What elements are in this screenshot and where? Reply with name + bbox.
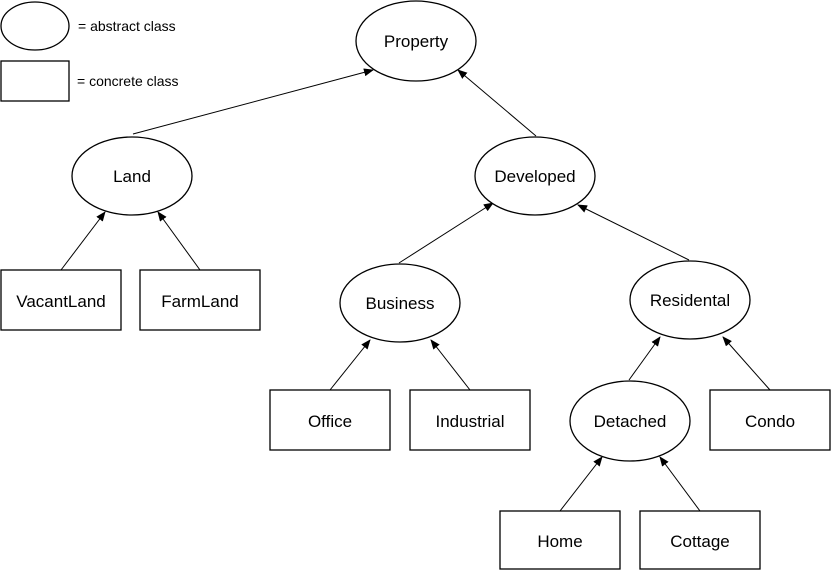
legend-concrete-label: = concrete class — [77, 73, 179, 89]
edge-home-to-detached — [559, 456, 603, 512]
vacantland-label: VacantLand — [16, 292, 105, 311]
edge-industrial-to-business — [430, 339, 471, 391]
home-label: Home — [537, 532, 582, 551]
land-ellipse — [71, 136, 193, 216]
node-industrial: Industrial — [409, 389, 531, 451]
developed-label: Developed — [494, 167, 575, 186]
condo-rect — [709, 389, 831, 451]
node-vacantland: VacantLand — [0, 269, 122, 331]
land-label: Land — [113, 167, 151, 186]
residental-ellipse — [629, 260, 751, 340]
node-office: Office — [269, 389, 391, 451]
node-property: Property — [355, 0, 477, 82]
edge-detached-to-residental — [628, 336, 661, 381]
industrial-label: Industrial — [436, 412, 505, 431]
edge-vacantland-to-land — [60, 211, 106, 271]
node-detached: Detached — [569, 380, 691, 462]
node-land: Land — [71, 136, 193, 216]
farmland-label: FarmLand — [161, 292, 238, 311]
cottage-rect — [639, 510, 761, 570]
edge-residental-to-developed — [577, 204, 690, 261]
node-condo: Condo — [709, 389, 831, 451]
legend-abstract-ellipse — [0, 1, 70, 51]
residental-label: Residental — [650, 291, 730, 310]
condo-label: Condo — [745, 412, 795, 431]
legend-abstract-label: = abstract class — [78, 18, 176, 34]
edges — [60, 68, 771, 512]
business-label: Business — [366, 294, 435, 313]
edge-farmland-to-land — [157, 211, 201, 271]
edge-condo-to-residental — [722, 336, 771, 391]
farmland-rect — [139, 269, 261, 331]
node-farmland: FarmLand — [139, 269, 261, 331]
edge-office-to-business — [329, 339, 371, 391]
node-business: Business — [339, 263, 461, 343]
legend: = abstract class = concrete class — [0, 1, 179, 102]
office-rect — [269, 389, 391, 451]
detached-ellipse — [569, 380, 691, 462]
detached-label: Detached — [594, 412, 667, 431]
industrial-rect — [409, 389, 531, 451]
office-label: Office — [308, 412, 352, 431]
edge-business-to-developed — [398, 202, 494, 264]
property-ellipse — [355, 0, 477, 82]
cottage-label: Cottage — [670, 532, 730, 551]
node-developed: Developed — [474, 136, 596, 216]
home-rect — [499, 510, 621, 570]
edge-developed-to-property — [457, 69, 537, 137]
edge-cottage-to-detached — [659, 456, 701, 512]
legend-concrete-rect — [0, 60, 70, 102]
node-residental: Residental — [629, 260, 751, 340]
edge-land-to-property — [132, 68, 374, 135]
property-label: Property — [384, 32, 449, 51]
vacantland-rect — [0, 269, 122, 331]
node-cottage: Cottage — [639, 510, 761, 570]
developed-ellipse — [474, 136, 596, 216]
business-ellipse — [339, 263, 461, 343]
node-home: Home — [499, 510, 621, 570]
